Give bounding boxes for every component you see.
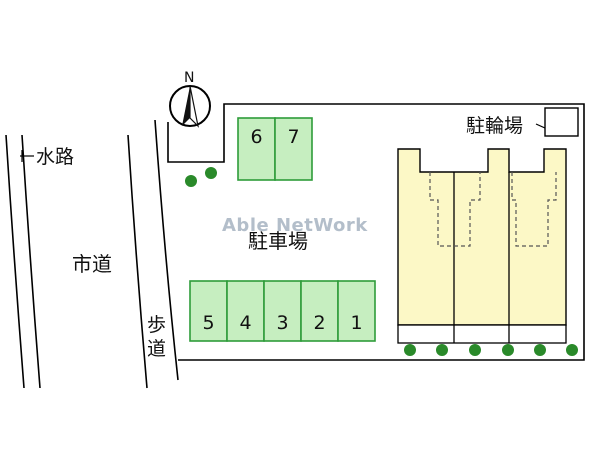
slot-number-7: 7 <box>287 126 299 148</box>
tree-7 <box>534 344 546 356</box>
road-line-4 <box>154 119 179 381</box>
road-line-2 <box>21 134 41 389</box>
site-boundary <box>167 103 585 361</box>
compass-needle-dark <box>182 86 190 126</box>
sidewalk-label-2: 道 <box>147 338 166 360</box>
tree-4 <box>436 344 448 356</box>
lower-slot-3 <box>263 280 302 342</box>
north-arrow: N <box>169 70 211 128</box>
parking-label: 駐車場 <box>248 229 308 253</box>
slot-number-5: 5 <box>202 312 214 334</box>
building-outline <box>397 148 567 326</box>
tree-3 <box>404 344 416 356</box>
waterway-label: 水路 <box>36 146 74 168</box>
trees <box>185 167 578 356</box>
dashed-outlines <box>429 172 557 247</box>
watermark: Able NetWork <box>222 215 368 236</box>
upper-slot-7 <box>274 117 313 181</box>
dashed-unit-2 <box>511 172 557 247</box>
tree-2 <box>205 167 217 179</box>
slot-number-3: 3 <box>276 312 288 334</box>
slot-number-4: 4 <box>239 312 251 334</box>
sidewalk-label-1: 歩 <box>147 314 166 336</box>
bicycle-parking-box <box>544 107 579 137</box>
building-balcony-strip <box>397 324 567 344</box>
parking-row-lower: 5 4 3 2 1 <box>189 280 376 342</box>
tree-6 <box>502 344 514 356</box>
bicycle-parking-label: 駐輪場 <box>466 115 523 137</box>
dashed-unit-1 <box>429 172 481 247</box>
tree-5 <box>469 344 481 356</box>
city-road-label: 市道 <box>72 252 112 276</box>
tree-1 <box>185 175 197 187</box>
slot-number-2: 2 <box>313 312 325 334</box>
road-line-1 <box>5 134 25 389</box>
slot-number-1: 1 <box>350 312 362 334</box>
bicycle-parking-leader <box>535 123 546 129</box>
building <box>397 148 567 344</box>
slot-number-6: 6 <box>250 126 262 148</box>
road-line-3 <box>127 134 148 389</box>
lower-slot-1 <box>337 280 376 342</box>
compass-needle-light <box>189 85 199 128</box>
lower-slot-5 <box>189 280 228 342</box>
bicycle-parking: 駐輪場 <box>466 107 579 137</box>
north-label: N <box>184 70 194 86</box>
tree-8 <box>566 344 578 356</box>
road-lines <box>5 119 179 389</box>
lower-slot-4 <box>226 280 265 342</box>
